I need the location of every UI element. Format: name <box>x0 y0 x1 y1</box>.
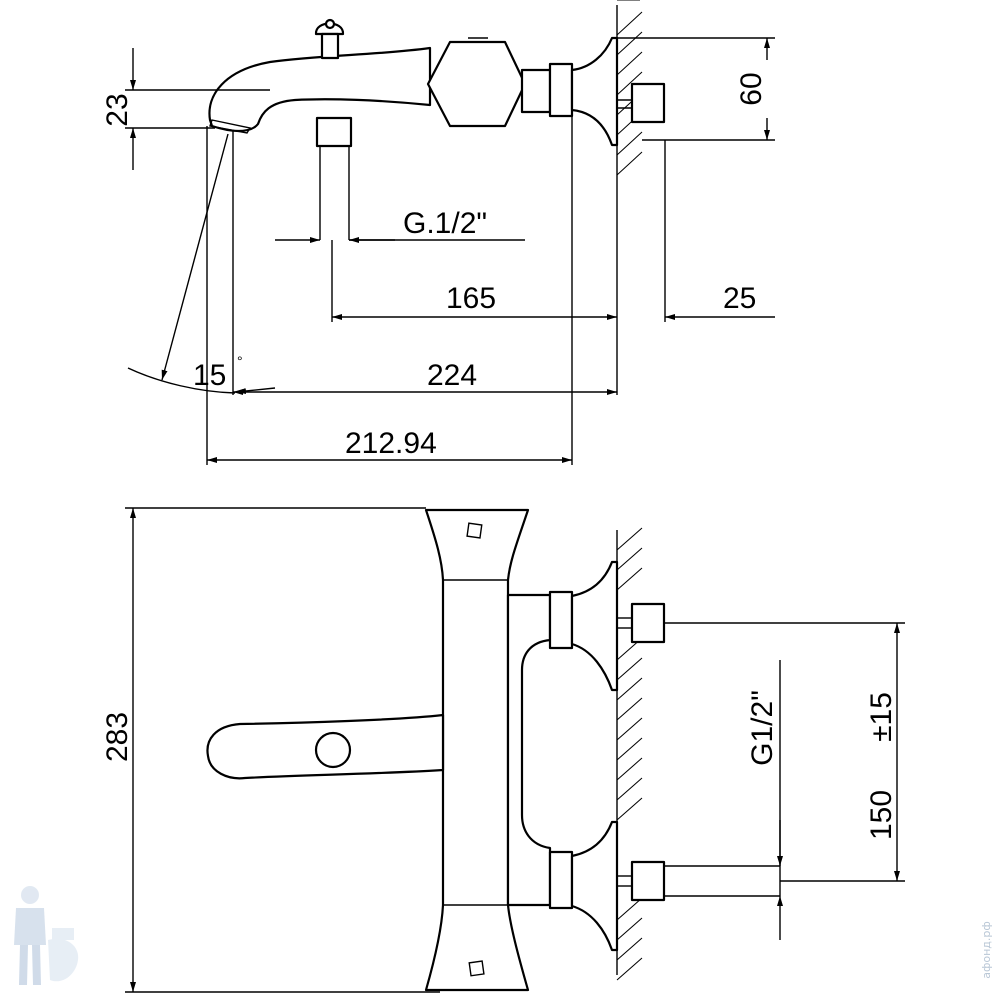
spout-body <box>208 46 432 133</box>
pipe-lower <box>630 860 666 902</box>
mixer-body-front <box>424 508 530 992</box>
escutcheon-top <box>570 36 619 147</box>
rear-bridge <box>506 593 552 907</box>
spout-outlet <box>209 119 252 134</box>
dim-283: 283 <box>101 507 440 993</box>
dim-tolerance-label: ±15 <box>865 692 898 742</box>
wall-bottom <box>616 527 643 981</box>
dim-212-label: 212.94 <box>345 427 437 460</box>
dim-15-label: 15 <box>193 359 226 392</box>
dim-thread-top-label: G.1/2" <box>403 207 487 240</box>
diverter-knob <box>314 18 345 60</box>
dim-212: 212.94 <box>206 116 573 465</box>
spout-outlet-front <box>314 731 352 769</box>
connector-body <box>520 68 552 114</box>
dim-150: 150 ±15 <box>664 622 905 882</box>
screw-bottom <box>468 960 485 977</box>
dim-thread-side: G1/2" <box>746 660 783 940</box>
dim-23: 23 <box>101 48 270 170</box>
escutcheon-lower <box>570 820 619 952</box>
dim-23-label: 23 <box>101 93 134 126</box>
dim-60: 60 <box>617 37 775 141</box>
dim-150-label: 150 <box>865 790 898 840</box>
dim-224: 224 <box>233 359 617 395</box>
dim-165-25: 165 25 <box>331 140 775 395</box>
escutcheon-upper <box>570 560 619 692</box>
dim-thread-side-label: G1/2" <box>746 690 779 766</box>
plumber-mascot-icon <box>14 886 79 985</box>
inlet-pipe-top <box>315 116 353 148</box>
dim-60-label: 60 <box>735 72 768 105</box>
pipe-upper <box>630 602 666 644</box>
dim-thread-top: G.1/2" <box>275 207 525 243</box>
dim-165-label: 165 <box>446 282 496 315</box>
screw-top <box>466 522 483 539</box>
dim-224-label: 224 <box>427 359 477 392</box>
watermark-text: афонд.рф <box>980 921 993 979</box>
dim-25-label: 25 <box>723 282 756 315</box>
nut-lower <box>548 850 574 910</box>
dim-angle-15: 15 ° <box>127 130 276 395</box>
top-view: 23 60 G.1/2" 165 25 <box>101 0 775 465</box>
dim-283-label: 283 <box>101 712 134 762</box>
pipe-stub-top <box>630 82 666 124</box>
mixer-hex <box>426 40 527 128</box>
nut-top <box>548 62 574 118</box>
dim-degree-label: ° <box>237 353 243 369</box>
front-view: 283 G1/2" 150 ±15 <box>101 507 905 993</box>
nut-upper <box>548 590 574 650</box>
